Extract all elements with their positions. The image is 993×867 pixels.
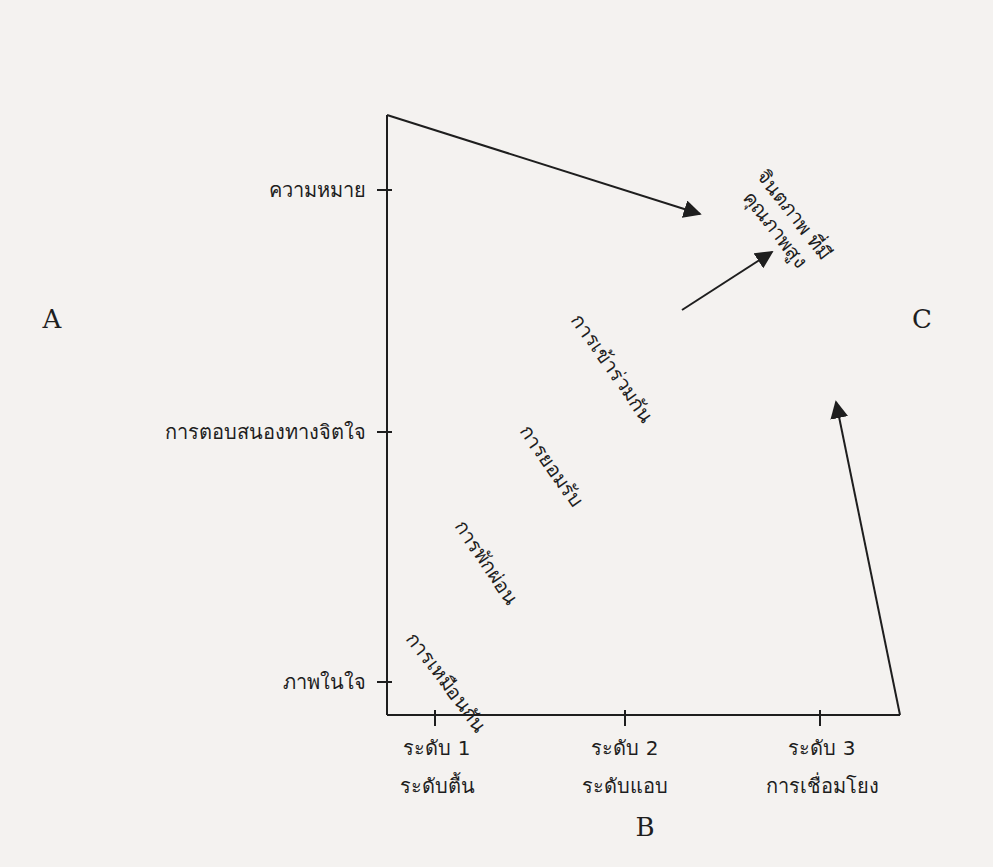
axis-label: ภาพในใจ: [283, 670, 366, 694]
arrow-line: [387, 115, 700, 214]
level-number: ระดับ 1: [403, 736, 470, 760]
axis-label: การตอบสนองทางจิตใจ: [165, 420, 366, 444]
axis-tick: [377, 189, 392, 191]
level-name: การเชื่อมโยง: [766, 774, 879, 798]
stage-label: การพักผ่อน: [449, 515, 523, 609]
stage-label: การเหมือนกัน: [401, 627, 492, 736]
level-name: ระดับแอบ: [582, 774, 668, 798]
outcome-label: จินตภาพ ที่มี คุณภาพสูง: [732, 163, 839, 281]
level-number: ระดับ 3: [788, 736, 855, 760]
axis-tick: [434, 710, 436, 726]
level-number: ระดับ 2: [591, 736, 658, 760]
axis-tick: [819, 710, 821, 726]
axis-tick: [377, 431, 392, 433]
axis-label: ความหมาย: [269, 178, 366, 202]
arrow-line: [836, 402, 900, 715]
axis-tick: [624, 710, 626, 726]
level-name: ระดับตื้น: [400, 774, 475, 798]
vertical-axis: [386, 115, 388, 715]
axis-tick: [377, 681, 392, 683]
axis-letter: B: [635, 812, 654, 843]
axis-letter: C: [912, 304, 932, 335]
stage-label: การยอมรับ: [514, 420, 588, 512]
arrow-line: [682, 252, 772, 310]
stage-label: การเข้าร่วมกัน: [566, 309, 659, 427]
axis-letter: A: [43, 304, 62, 335]
